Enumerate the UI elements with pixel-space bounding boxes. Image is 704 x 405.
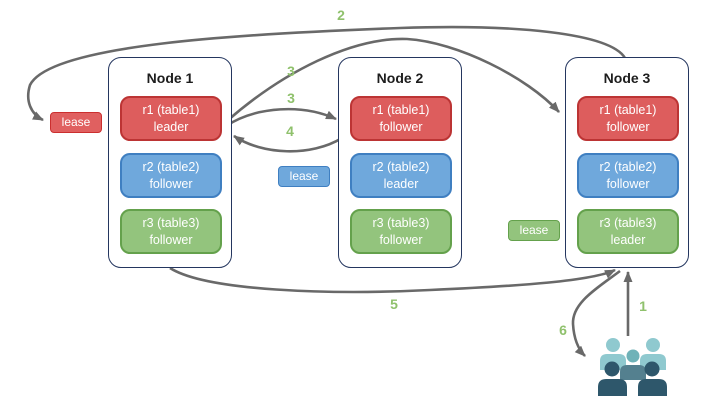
arrow-step-6 <box>571 269 621 357</box>
node-3: Node 3 r1 (table1) follower r2 (table2) … <box>565 57 689 268</box>
node-2-replica-r1: r1 (table1) follower <box>350 96 452 141</box>
node-2-replica-r3: r3 (table3) follower <box>350 209 452 254</box>
replica-role: follower <box>149 176 193 191</box>
step-label-1: 1 <box>639 298 647 314</box>
replica-name: r2 (table2) <box>142 160 200 174</box>
lease-tag-red: lease <box>50 112 102 133</box>
step-label-3-upper: 3 <box>287 63 295 79</box>
step-label-4: 4 <box>286 123 294 139</box>
node-3-replica-r3: r3 (table3) leader <box>577 209 679 254</box>
step-label-6: 6 <box>559 322 567 338</box>
replica-name: r3 (table3) <box>372 216 430 230</box>
replica-role: follower <box>606 176 650 191</box>
replica-name: r1 (table1) <box>372 103 430 117</box>
arrow-step-3-to-node3 <box>226 37 560 122</box>
lease-tag-blue: lease <box>278 166 330 187</box>
step-label-2: 2 <box>337 7 345 23</box>
node-2-replica-r2: r2 (table2) leader <box>350 153 452 198</box>
replica-name: r2 (table2) <box>599 160 657 174</box>
replica-role: follower <box>606 119 650 134</box>
step-label-5: 5 <box>390 296 398 312</box>
node-3-replica-r1: r1 (table1) follower <box>577 96 679 141</box>
arrow-step-4 <box>233 134 343 153</box>
node-2: Node 2 r1 (table1) follower r2 (table2) … <box>338 57 462 268</box>
arrow-step-2 <box>26 25 627 122</box>
node-1-replica-r3: r3 (table3) follower <box>120 209 222 254</box>
node-3-replica-r2: r2 (table2) follower <box>577 153 679 198</box>
node-1-title: Node 1 <box>146 70 194 86</box>
node-1-replica-r2: r2 (table2) follower <box>120 153 222 198</box>
arrow-step-5 <box>169 266 616 294</box>
node-2-title: Node 2 <box>376 70 424 86</box>
arrow-step-3-to-node2 <box>225 107 337 128</box>
lease-tag-green: lease <box>508 220 560 241</box>
replica-role: leader <box>610 232 646 247</box>
node-3-title: Node 3 <box>603 70 651 86</box>
replica-name: r3 (table3) <box>599 216 657 230</box>
replica-name: r1 (table1) <box>599 103 657 117</box>
users-icon <box>598 338 667 396</box>
replica-role: leader <box>153 119 189 134</box>
replica-role: follower <box>379 232 423 247</box>
replica-name: r2 (table2) <box>372 160 430 174</box>
replica-role: leader <box>383 176 419 191</box>
step-label-3-lower: 3 <box>287 90 295 106</box>
replica-role: follower <box>379 119 423 134</box>
node-1-replica-r1: r1 (table1) leader <box>120 96 222 141</box>
replica-name: r3 (table3) <box>142 216 200 230</box>
replica-name: r1 (table1) <box>142 103 200 117</box>
node-1: Node 1 r1 (table1) leader r2 (table2) fo… <box>108 57 232 268</box>
replica-role: follower <box>149 232 193 247</box>
